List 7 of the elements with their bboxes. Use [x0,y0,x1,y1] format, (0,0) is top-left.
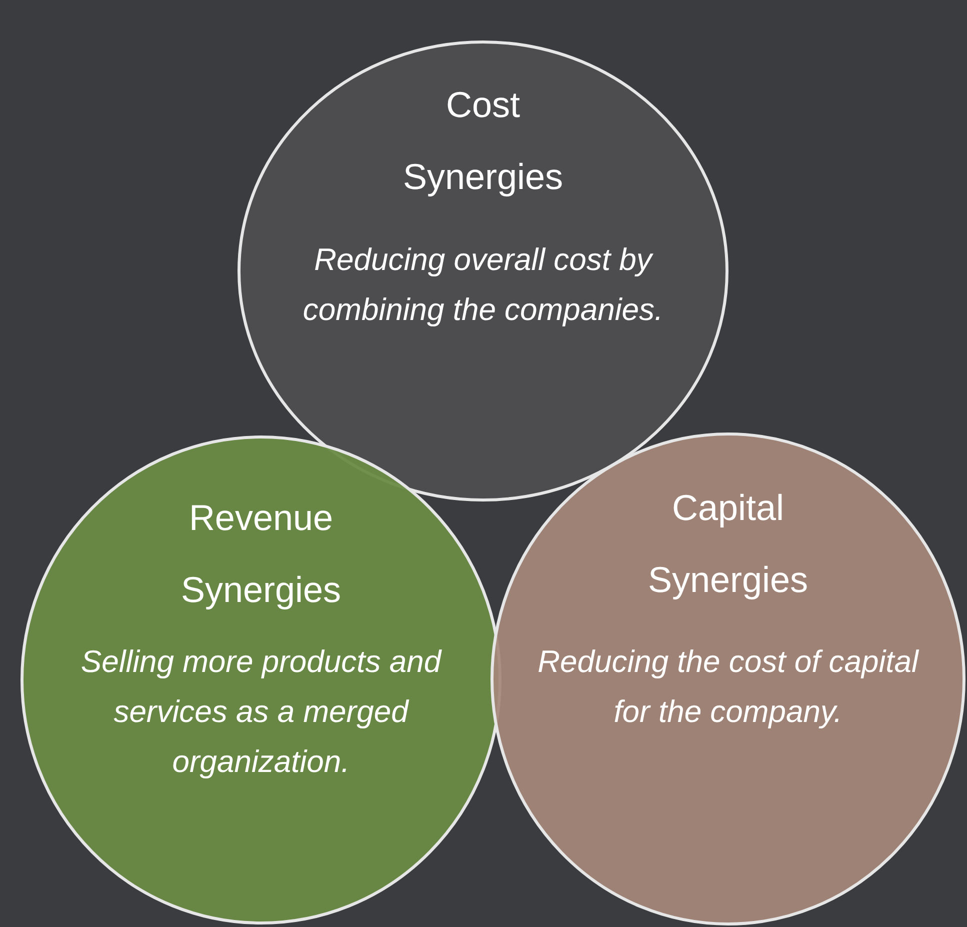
circle-title: Capital Synergies [646,486,810,602]
circle-title: Revenue Synergies [180,496,342,612]
circle-description: Selling more products and services as a merged organization. [80,643,443,781]
circle-description: Reducing overall cost by combining the companies. [302,241,664,329]
circle-description: Reducing the cost of capital for the company. [536,643,920,731]
venn-circle [490,432,966,926]
circle-title: Cost Synergies [402,83,564,199]
